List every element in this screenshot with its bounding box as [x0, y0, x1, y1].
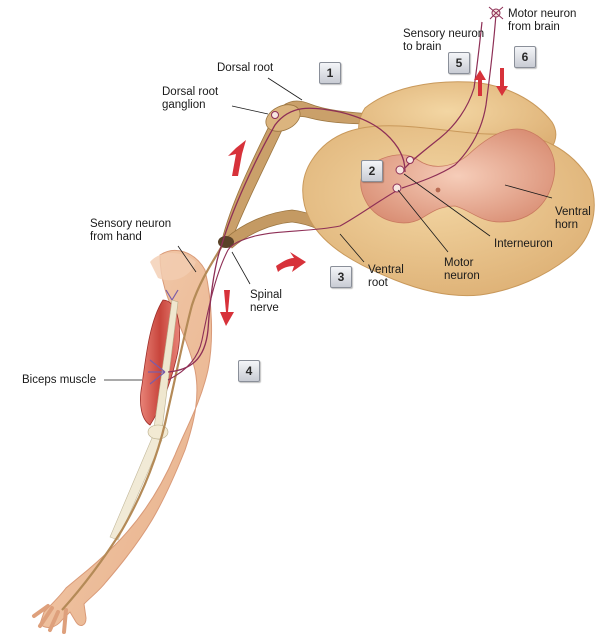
- arrow-up-dorsal: [228, 140, 246, 176]
- arm-silhouette: [39, 250, 213, 628]
- forearm-bones: [109, 437, 163, 541]
- leader-ventral-root: [339, 233, 365, 263]
- ascending-tract: [404, 21, 483, 169]
- arrow-down-arm: [220, 290, 234, 326]
- leader-ventral-horn: [504, 184, 553, 199]
- step-badge-3: 3: [330, 266, 352, 288]
- label-motor-neuron: Motor neuron: [444, 257, 480, 282]
- step-badge-1: 1: [319, 62, 341, 84]
- sensory-neuron-path: [167, 107, 406, 373]
- interneuron-cell: [395, 165, 405, 175]
- nerve-endings: [148, 289, 179, 385]
- label-motor-neuron-from-brain: Motor neuron from brain: [508, 8, 577, 33]
- direction-arrows: [220, 68, 508, 326]
- label-interneuron: Interneuron: [494, 238, 553, 250]
- leader-motor-neuron: [397, 189, 449, 253]
- hand-fingers: [32, 604, 68, 634]
- leader-interneuron: [403, 173, 491, 237]
- label-biceps-muscle: Biceps muscle: [22, 374, 97, 386]
- arrow-up-brain: [474, 70, 486, 96]
- relay-neuron-cell: [406, 156, 414, 164]
- central-canal: [435, 187, 441, 193]
- leader-sensory-hand: [177, 245, 197, 273]
- leader-ganglion: [231, 105, 269, 115]
- step-badge-4: 4: [238, 360, 260, 382]
- label-dorsal-root-ganglion: Dorsal root ganglion: [162, 86, 219, 111]
- step-badge-6: 6: [514, 46, 536, 68]
- neuron-paths: [167, 6, 504, 381]
- step-badge-2: 2: [361, 160, 383, 182]
- leader-lines: [104, 77, 553, 381]
- shoulder: [150, 253, 196, 281]
- descending-tract: [401, 13, 497, 189]
- arrow-ventral: [276, 252, 306, 272]
- grey-matter: [360, 128, 556, 224]
- leader-dorsal-root: [267, 77, 303, 101]
- label-spinal-nerve: Spinal nerve: [250, 289, 282, 314]
- step-badge-5: 5: [448, 52, 470, 74]
- arm-nerve: [61, 245, 223, 611]
- label-ventral-horn: Ventral horn: [555, 206, 591, 231]
- arm: [32, 250, 213, 634]
- label-sensory-neuron-to-brain: Sensory neuron to brain: [403, 28, 485, 53]
- label-ventral-root: Ventral root: [368, 264, 404, 289]
- label-sensory-neuron-from-hand: Sensory neuron from hand: [90, 218, 172, 243]
- ganglion-cell: [271, 111, 279, 119]
- brain-neuron-dendrites: [488, 6, 504, 20]
- label-dorsal-root: Dorsal root: [217, 62, 274, 74]
- motor-neuron-path: [167, 189, 399, 381]
- arrow-down-brain: [496, 68, 508, 96]
- spinal-cord: [302, 81, 595, 297]
- motor-neuron-cell: [392, 183, 402, 193]
- leader-spinal-nerve: [231, 251, 251, 285]
